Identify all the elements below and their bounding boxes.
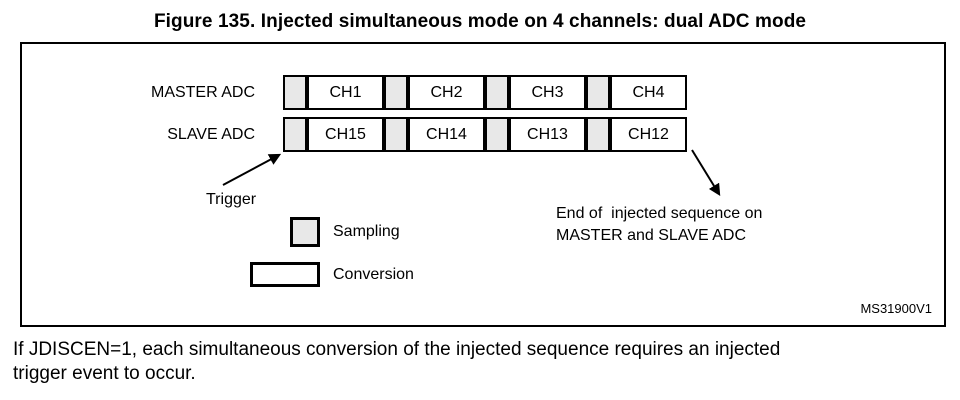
end-of-sequence-note: End of injected sequence on MASTER and S…: [556, 203, 762, 247]
conversion-box-ch2: CH2: [408, 75, 485, 110]
end-of-sequence-arrow: [691, 149, 721, 197]
sampling-legend-swatch: [290, 217, 320, 247]
conversion-box-ch3: CH3: [509, 75, 586, 110]
sampling-box: [384, 75, 408, 110]
conversion-box-ch15: CH15: [307, 117, 384, 152]
conversion-box-ch14: CH14: [408, 117, 485, 152]
end-note-line1: End of injected sequence on: [556, 205, 763, 222]
figure-frame: MASTER ADC SLAVE ADC CH1 CH2 CH3 CH4 CH1…: [20, 42, 946, 327]
figure-title: Figure 135. Injected simultaneous mode o…: [153, 11, 807, 32]
sampling-box: [384, 117, 408, 152]
sampling-box: [586, 117, 610, 152]
body-text-line1: If JDISCEN=1, each simultaneous conversi…: [13, 339, 781, 360]
figure-reference-code: MS31900V1: [860, 301, 932, 316]
slave-adc-label: SLAVE ADC: [167, 126, 255, 143]
sampling-box: [586, 75, 610, 110]
sampling-box: [485, 75, 509, 110]
trigger-label: Trigger: [206, 191, 257, 208]
master-adc-label: MASTER ADC: [150, 84, 255, 101]
conversion-box-ch13: CH13: [509, 117, 586, 152]
conversion-box-ch1: CH1: [307, 75, 384, 110]
conversion-legend-swatch: [250, 262, 320, 287]
body-text: If JDISCEN=1, each simultaneous conversi…: [13, 338, 780, 386]
sampling-box: [283, 117, 307, 152]
sampling-box: [283, 75, 307, 110]
end-note-line2: MASTER and SLAVE ADC: [556, 227, 746, 244]
conversion-box-ch12: CH12: [610, 117, 687, 152]
trigger-arrow: [222, 153, 282, 186]
master-adc-sequence: CH1 CH2 CH3 CH4: [283, 75, 687, 110]
sampling-box: [485, 117, 509, 152]
conversion-legend-label: Conversion: [333, 266, 414, 283]
body-text-line2: trigger event to occur.: [13, 363, 196, 384]
conversion-box-ch4: CH4: [610, 75, 687, 110]
sampling-legend-label: Sampling: [333, 223, 400, 240]
slave-adc-sequence: CH15 CH14 CH13 CH12: [283, 117, 687, 152]
